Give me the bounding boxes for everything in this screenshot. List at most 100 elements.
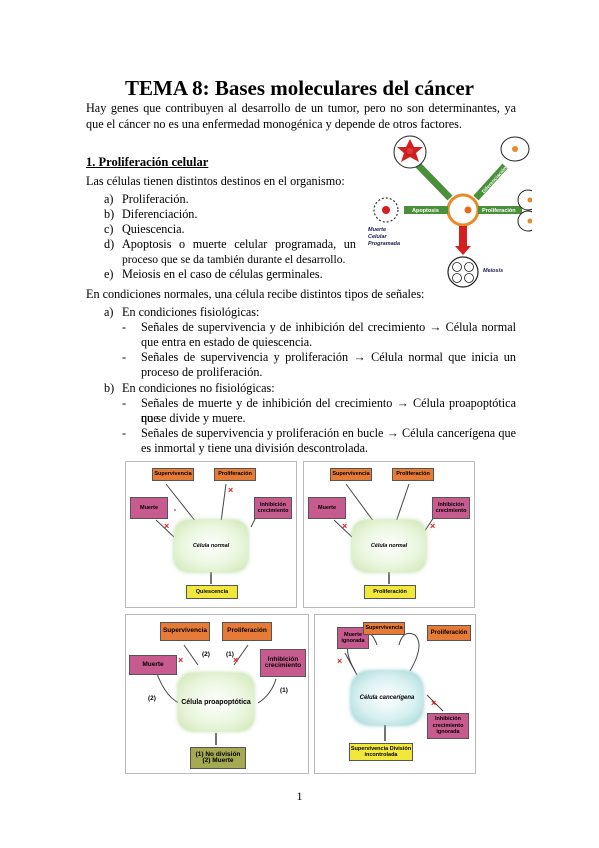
panel-proliferation: Supervivencia Proliferación Muerte Inhib… bbox=[303, 461, 475, 608]
block-x-icon: × bbox=[430, 521, 436, 531]
muerte-box: Muerte bbox=[308, 497, 346, 519]
nucleus bbox=[512, 146, 518, 152]
panel-proapoptotic: Supervivencia Proliferación Muerte Inhib… bbox=[125, 614, 309, 774]
list-item: Proliferación. bbox=[122, 192, 189, 206]
proliferacion-box: Proliferación bbox=[222, 622, 272, 641]
proliferacion-box: Proliferación bbox=[392, 468, 434, 481]
signal-number: (1) bbox=[226, 651, 234, 658]
nucleus bbox=[527, 197, 532, 203]
gamete bbox=[452, 262, 462, 272]
apoptosis-arrow-label: Apoptosis bbox=[412, 208, 439, 214]
bullet-dash: - bbox=[122, 396, 127, 410]
meiosis-arrowhead bbox=[455, 246, 471, 255]
inhibicion-box: Inhibición crecimiento bbox=[432, 497, 470, 519]
arrow bbox=[220, 483, 227, 523]
cell-normal: Célula normal bbox=[352, 520, 426, 572]
cell-normal: Célula normal bbox=[174, 520, 248, 572]
arrow bbox=[233, 644, 249, 666]
senales-intro: En condiciones normales, una célula reci… bbox=[86, 287, 425, 301]
block-x-icon: × bbox=[164, 521, 170, 531]
cond-b-item-1-line1: Señales de muerte y de inhibición del cr… bbox=[141, 396, 516, 425]
list-item: Quiescencia. bbox=[122, 222, 185, 236]
meiosis-cell bbox=[447, 256, 479, 288]
muerte-box: Muerte ignorada bbox=[337, 627, 369, 649]
panel-cancerous: Muerte ignorada Supervivencia Proliferac… bbox=[314, 614, 476, 774]
upleft-arrow bbox=[415, 162, 453, 201]
cell-proapoptotic: Célula proapoptótica bbox=[178, 673, 254, 731]
arrow bbox=[165, 483, 197, 523]
daughter-cell bbox=[517, 210, 532, 232]
bullet-dash: - bbox=[122, 350, 127, 364]
panel-quiescence: Supervivencia Proliferación Muerte Inhib… bbox=[125, 461, 297, 608]
list-marker: e) bbox=[104, 267, 114, 281]
gamete bbox=[464, 273, 474, 283]
signal-number: (2) bbox=[148, 695, 156, 702]
arrow bbox=[345, 483, 375, 523]
cond-b-item-2-line1: Señales de supervivencia y proliferación… bbox=[141, 426, 516, 440]
arrow bbox=[344, 652, 358, 676]
supervivencia-box: Supervivencia bbox=[330, 468, 372, 481]
inhibicion-box: Inhibición crecimiento bbox=[254, 497, 292, 519]
result-box: Quiescencia bbox=[186, 585, 238, 599]
gamete bbox=[452, 273, 462, 283]
differentiation-arrow bbox=[473, 163, 508, 201]
cond-a-item-1-line1: Señales de supervivencia y de inhibición… bbox=[141, 320, 516, 334]
proliferacion-arrow-label: Proliferación bbox=[482, 208, 516, 214]
muerte-box: Muerte bbox=[130, 497, 168, 519]
signal-number: (1) bbox=[280, 687, 288, 694]
signal-number: (2) bbox=[202, 651, 210, 658]
result-line: (2) Muerte bbox=[202, 757, 234, 764]
arrow bbox=[155, 519, 175, 538]
daughter-cell bbox=[517, 189, 532, 211]
list-marker: a) bbox=[104, 192, 114, 206]
nucleus bbox=[382, 206, 390, 214]
inhibicion-box: Inhibición crecimiento bbox=[260, 649, 306, 677]
list-item: Diferenciación. bbox=[122, 207, 198, 221]
bullet-dash: - bbox=[122, 320, 127, 334]
arrow bbox=[257, 678, 277, 704]
result-box: Proliferación bbox=[364, 585, 416, 599]
arrow bbox=[333, 519, 353, 538]
block-x-icon: × bbox=[233, 655, 239, 665]
inhibicion-box: Inhibición crecimiento ignorada bbox=[427, 713, 469, 739]
block-x-icon: × bbox=[228, 485, 234, 495]
page-number: 1 bbox=[296, 789, 303, 803]
proliferacion-box: Proliferación bbox=[214, 468, 256, 481]
supervivencia-box: Supervivencia bbox=[363, 622, 405, 635]
page-title: TEMA 8: Bases moleculares del cáncer bbox=[125, 76, 474, 100]
cell-cancerous: Célula cancerígena bbox=[351, 671, 423, 725]
result-box: (1) No división (2) Muerte bbox=[190, 747, 246, 769]
result-box: Supervivencia División incontrolada bbox=[349, 743, 413, 761]
meiosis-label: Meiosis bbox=[483, 268, 504, 274]
destinos-intro: Las células tienen distintos destinos en… bbox=[86, 174, 345, 188]
cond-b-label: En condiciones no fisiológicas: bbox=[122, 381, 275, 395]
block-x-icon: × bbox=[431, 698, 437, 708]
section-heading: 1. Proliferación celular bbox=[86, 155, 209, 169]
cond-a-item-2-line2: proceso de proliferación. bbox=[141, 365, 263, 379]
bullet-dash: - bbox=[122, 426, 127, 440]
diferenciacion-arrow-label: Diferenciación bbox=[481, 165, 509, 195]
result-line: (1) No división bbox=[195, 750, 241, 758]
list-marker: b) bbox=[104, 207, 115, 221]
list-marker: a) bbox=[104, 305, 114, 319]
muerte-celular-label: Muerte Celular Programada bbox=[368, 227, 401, 247]
panel-arrows bbox=[155, 483, 257, 584]
list-marker: d) bbox=[104, 237, 115, 251]
star-nucleus bbox=[405, 146, 415, 156]
cond-b-item-2-line2: es inmortal y tiene una división descont… bbox=[141, 441, 369, 455]
arrow bbox=[395, 483, 410, 523]
list-marker: b) bbox=[104, 381, 115, 395]
nucleus bbox=[464, 206, 472, 214]
cell-fate-diagram: Proliferación Apoptosis Diferenciación bbox=[373, 135, 532, 288]
muerte-box: Muerte bbox=[129, 655, 177, 675]
proliferacion-box: Proliferación bbox=[427, 625, 471, 641]
block-x-icon: × bbox=[342, 521, 348, 531]
cond-a-item-2-line1: Señales de supervivencia y proliferación… bbox=[141, 350, 516, 364]
loop-arrow bbox=[398, 632, 420, 672]
arrow bbox=[426, 694, 444, 712]
cond-a-label: En condiciones fisiológicas: bbox=[122, 305, 260, 319]
cond-b-item-1-line2: no se divide y muere. bbox=[141, 411, 246, 425]
central-cell bbox=[446, 193, 480, 227]
block-x-icon: × bbox=[337, 656, 343, 666]
gamete bbox=[464, 262, 474, 272]
